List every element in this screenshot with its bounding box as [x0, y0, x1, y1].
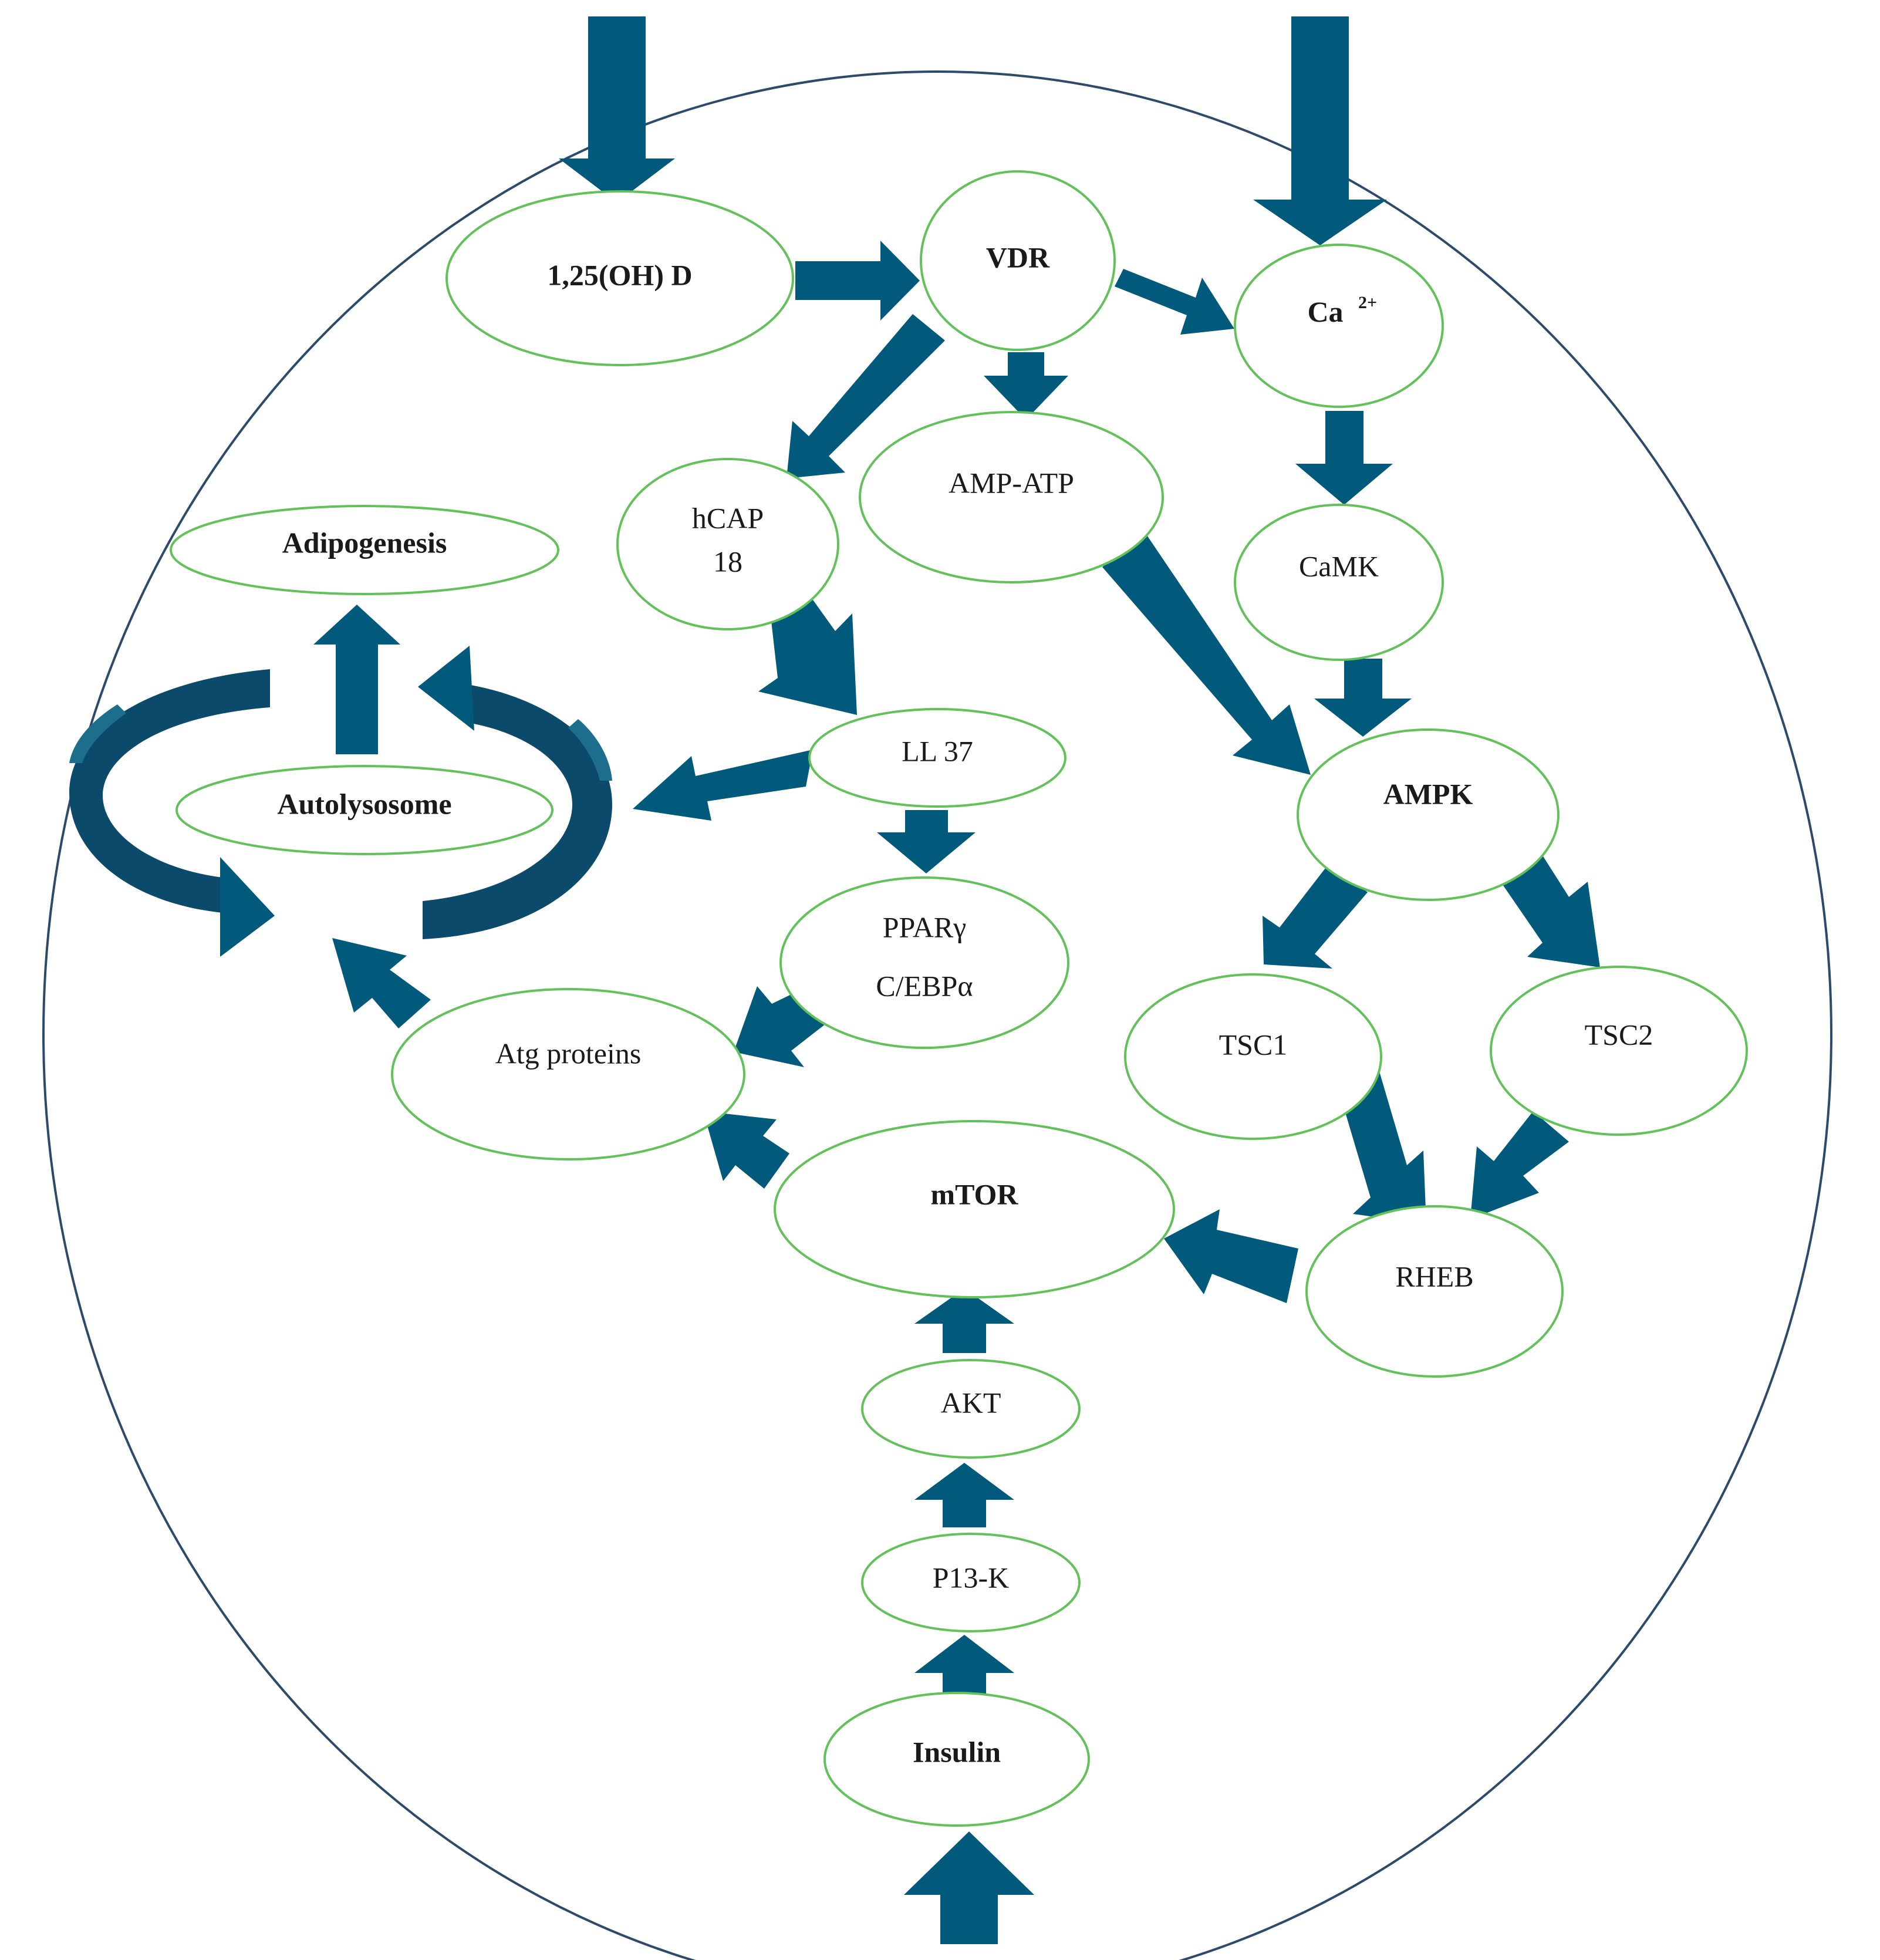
- node-vdr-label: VDR: [986, 241, 1050, 274]
- node-amp-atp-label: AMP-ATP: [949, 466, 1074, 499]
- arrow-vdr-to-ampatp: [984, 352, 1068, 420]
- node-pi3k-label: P13-K: [933, 1561, 1010, 1594]
- arrow-ll37-to-ppar: [877, 810, 976, 873]
- arrow-atg-to-cycle: [332, 938, 431, 1028]
- node-tsc1: TSC1: [1124, 973, 1382, 1140]
- nodes: 1,25(OH) D VDR Ca 2+ hCAP 18 AMP-ATP CaM…: [170, 170, 1748, 1827]
- node-hcap18: hCAP 18: [616, 458, 839, 630]
- node-insulin: Insulin: [823, 1692, 1090, 1827]
- node-ampk: AMPK: [1297, 728, 1560, 901]
- cycle-band-left: [69, 669, 270, 913]
- arrow-entry-ca: [1253, 16, 1387, 245]
- node-atg-proteins: Atg proteins: [391, 988, 745, 1161]
- arrow-pi3k-to-akt: [914, 1463, 1014, 1527]
- arrow-entry-vitd: [559, 16, 675, 203]
- node-calcium-superscript: 2+: [1358, 293, 1377, 312]
- arrow-hcap-to-ll37: [758, 592, 857, 715]
- node-camk: CaMK: [1234, 504, 1444, 661]
- node-pi3k: P13-K: [861, 1533, 1081, 1632]
- arrow-ampatp-to-ampk: [1102, 532, 1311, 775]
- arrow-akt-to-mtor: [914, 1288, 1014, 1353]
- node-mtor: mTOR: [774, 1120, 1175, 1298]
- arrow-vdr-to-ca: [1115, 269, 1234, 335]
- node-amp-atp: AMP-ATP: [859, 411, 1164, 583]
- node-hcap18-label-line1: hCAP: [692, 501, 764, 534]
- node-atg-proteins-label: Atg proteins: [495, 1037, 642, 1070]
- node-vitamin-d-label: 1,25(OH) D: [547, 258, 692, 291]
- arrow-camk-to-ampk: [1314, 659, 1412, 737]
- cycle-arrowhead-right: [418, 646, 474, 731]
- node-calcium: Ca 2+: [1234, 244, 1444, 408]
- node-ll37-label: LL 37: [902, 734, 973, 767]
- arrow-tsc1-to-rheb: [1342, 1070, 1426, 1224]
- arrow-autolysosome-to-adipogenesis: [313, 605, 400, 754]
- node-rheb-label: RHEB: [1395, 1260, 1473, 1293]
- autophagy-cycle: [69, 646, 612, 957]
- arrow-tsc2-to-rheb: [1470, 1111, 1569, 1219]
- node-akt: AKT: [861, 1359, 1081, 1459]
- arrow-mtor-to-atg: [703, 1111, 789, 1189]
- node-vdr: VDR: [920, 170, 1116, 351]
- cell-membrane: [42, 70, 1832, 1960]
- node-insulin-label: Insulin: [913, 1735, 1001, 1768]
- node-akt-label: AKT: [941, 1386, 1001, 1419]
- node-ppar-cebp: PPARγ C/EBPα: [779, 876, 1069, 1049]
- arrow-vdr-to-hcap: [787, 314, 945, 478]
- node-vitamin-d: 1,25(OH) D: [445, 190, 794, 366]
- node-autolysosome: Autolysosome: [175, 765, 553, 855]
- cycle-band-right-edge: [568, 719, 612, 781]
- arrow-vitd-to-vdr: [795, 241, 920, 321]
- arrow-ca-to-camk: [1295, 411, 1393, 505]
- arrow-rheb-to-mtor: [1164, 1209, 1298, 1303]
- arrow-entry-insulin: [904, 1831, 1034, 1944]
- node-camk-label: CaMK: [1299, 549, 1379, 582]
- node-hcap18-label-line2: 18: [713, 545, 742, 578]
- node-ppar-label-line2: C/EBPα: [876, 969, 973, 1002]
- node-tsc2-label: TSC2: [1585, 1018, 1653, 1051]
- arrow-insulin-to-pi3k: [914, 1635, 1014, 1702]
- node-adipogenesis: Adipogenesis: [170, 505, 559, 595]
- node-tsc2: TSC2: [1490, 966, 1748, 1136]
- node-ll37: LL 37: [808, 708, 1066, 808]
- node-rheb: RHEB: [1305, 1205, 1564, 1378]
- node-ampk-label: AMPK: [1383, 777, 1473, 810]
- node-adipogenesis-label: Adipogenesis: [282, 526, 447, 559]
- node-mtor-label: mTOR: [930, 1178, 1018, 1210]
- node-autolysosome-label: Autolysosome: [277, 787, 451, 820]
- node-calcium-base: Ca: [1307, 295, 1343, 328]
- cycle-arrowhead-left: [220, 857, 275, 957]
- node-ppar-label-line1: PPARγ: [883, 910, 967, 943]
- node-tsc1-label: TSC1: [1219, 1028, 1288, 1061]
- cycle-band-right: [423, 684, 612, 939]
- arrow-ampk-to-tsc1: [1263, 863, 1368, 969]
- arrow-ll37-to-autolysosome: [633, 750, 813, 821]
- node-calcium-label: Ca: [1307, 295, 1343, 328]
- cycle-band-left-edge: [69, 704, 126, 763]
